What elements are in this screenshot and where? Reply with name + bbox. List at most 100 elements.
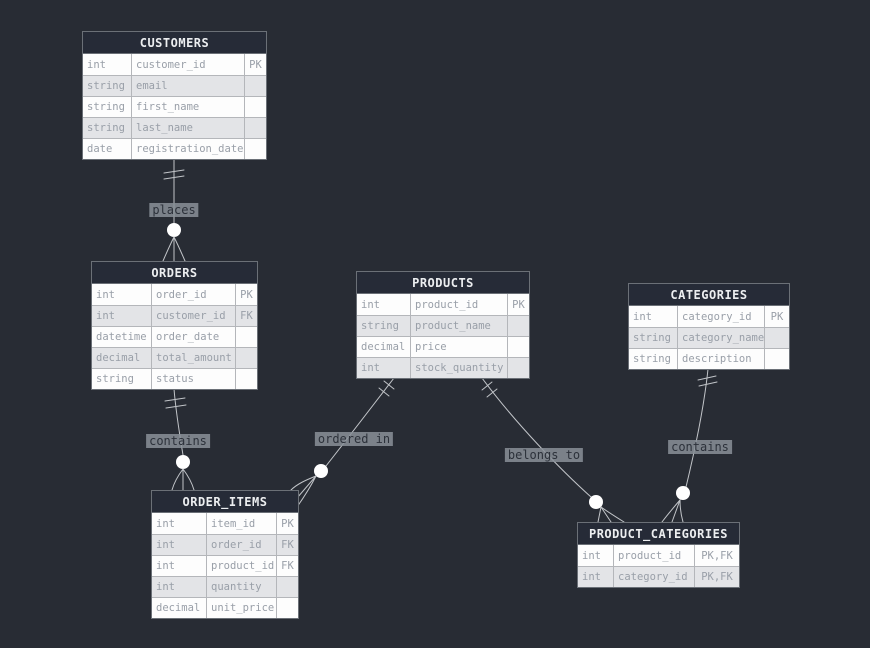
many-side-dot — [314, 464, 328, 478]
type-cell: int — [633, 310, 652, 323]
field-cell: first_name — [131, 97, 244, 117]
field-cell: product_id — [410, 294, 507, 315]
type-cell: int — [361, 362, 380, 374]
type-cell: int — [156, 517, 175, 530]
many-side-dot — [176, 455, 190, 469]
many-side-dot — [676, 486, 690, 500]
key-cell — [235, 327, 257, 347]
field-cell: order_id — [151, 284, 235, 305]
table-title-order_items[interactable]: ORDER_ITEMS — [152, 491, 298, 513]
key-cell: FK — [276, 535, 298, 555]
field-cell: item_id — [206, 513, 276, 534]
field-row-order_items-unit_price[interactable]: decimal unit_price — [152, 597, 298, 618]
relationship-label-contains-orders[interactable]: contains — [146, 434, 210, 448]
relationship-label-places[interactable]: places — [149, 203, 199, 217]
field-cell: customer_id — [151, 306, 235, 326]
key-cell — [507, 337, 529, 357]
type-cell: decimal — [156, 602, 201, 614]
field-cell: last_name — [131, 118, 244, 138]
relationship-label-belongs-to[interactable]: belongs to — [504, 448, 584, 462]
field-cell: category_id — [677, 306, 764, 327]
key-cell — [235, 348, 257, 368]
type-cell: decimal — [361, 341, 406, 353]
field-row-customers-first_name[interactable]: string first_name — [83, 96, 266, 117]
field-cell: description — [677, 349, 764, 369]
type-cell: int — [96, 310, 115, 322]
field-cell: stock_quantity — [410, 358, 507, 378]
table-title-customers[interactable]: CUSTOMERS — [83, 32, 266, 54]
field-cell: product_id — [206, 556, 276, 576]
key-cell — [244, 139, 266, 159]
table-title-product_categories[interactable]: PRODUCT_CATEGORIES — [578, 523, 739, 545]
type-cell: datetime — [96, 331, 147, 343]
field-row-products-product_name[interactable]: string product_name — [357, 315, 529, 336]
type-cell: string — [633, 332, 671, 344]
type-cell: string — [361, 320, 399, 332]
key-cell: PK — [276, 513, 298, 534]
key-cell: PK — [235, 284, 257, 305]
key-cell: FK — [276, 556, 298, 576]
many-side-dot — [589, 495, 603, 509]
field-row-customers-last_name[interactable]: string last_name — [83, 117, 266, 138]
table-title-products[interactable]: PRODUCTS — [357, 272, 529, 294]
field-cell: unit_price — [206, 598, 276, 618]
field-cell: product_name — [410, 316, 507, 336]
field-cell: price — [410, 337, 507, 357]
table-title-categories[interactable]: CATEGORIES — [629, 284, 789, 306]
relationship-contains-categories[interactable] — [661, 368, 718, 523]
field-cell: order_id — [206, 535, 276, 555]
type-cell: int — [156, 581, 175, 593]
relationship-label-ordered-in[interactable]: ordered in — [314, 432, 394, 446]
key-cell — [764, 328, 789, 348]
type-cell: int — [87, 58, 106, 71]
many-side-dot — [167, 223, 181, 237]
field-row-products-price[interactable]: decimal price — [357, 336, 529, 357]
relationship-belongs-to[interactable] — [481, 377, 625, 523]
type-cell: decimal — [96, 352, 141, 364]
field-cell: order_date — [151, 327, 235, 347]
field-cell: category_id — [613, 567, 694, 587]
key-cell — [235, 369, 257, 389]
key-cell: FK — [235, 306, 257, 326]
relationship-label-contains-categories[interactable]: contains — [668, 440, 732, 454]
type-cell: string — [87, 101, 125, 113]
key-cell: PK — [244, 54, 266, 75]
type-cell: string — [87, 122, 125, 134]
field-cell: product_id — [613, 545, 694, 566]
field-row-orders-order_date[interactable]: datetime order_date — [92, 326, 257, 347]
key-cell: PK — [507, 294, 529, 315]
field-row-products-stock_quantity[interactable]: int stock_quantity — [357, 357, 529, 378]
relationship-contains-orders[interactable] — [164, 388, 195, 491]
key-cell — [764, 349, 789, 369]
table-title-orders[interactable]: ORDERS — [92, 262, 257, 284]
type-cell: int — [361, 298, 380, 311]
type-cell: int — [582, 571, 601, 583]
key-cell — [244, 97, 266, 117]
key-cell — [244, 118, 266, 138]
key-cell — [276, 577, 298, 597]
